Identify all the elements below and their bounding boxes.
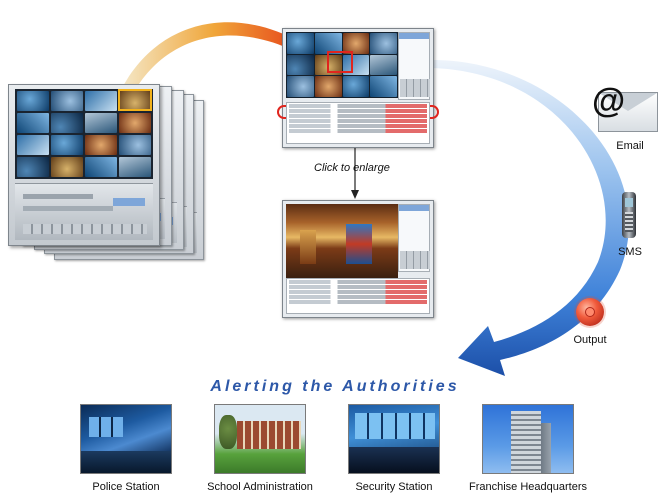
- live-camera-grid: [286, 32, 398, 98]
- selected-camera-highlight: [118, 89, 152, 111]
- enlarged-store-camera: [286, 204, 398, 278]
- mobile-phone-icon: [622, 192, 636, 238]
- at-sign-icon: @: [592, 82, 626, 120]
- police-station-label: Police Station: [92, 481, 160, 493]
- output-alarm-button-icon: [576, 298, 604, 326]
- program-window-grid: [277, 28, 439, 148]
- security-control-room-photo: [348, 404, 440, 474]
- sms-label: SMS: [618, 246, 642, 258]
- authorities-headline: Alerting the Authorities: [210, 378, 460, 395]
- enlarge-arrow-head: [351, 190, 359, 199]
- enlarge-caption: Click to enlarge: [314, 162, 390, 174]
- event-log: [286, 102, 430, 144]
- security-station-label: Security Station: [355, 481, 433, 493]
- franchise-headquarters-label: Franchise Headquarters: [468, 481, 587, 493]
- red-arc-arrow: [122, 22, 326, 92]
- layout-buttons: [400, 251, 430, 269]
- school-building-photo: [214, 404, 306, 474]
- layout-buttons: [400, 79, 430, 97]
- alarm-camera-highlight: [327, 51, 353, 73]
- output-label: Output: [573, 334, 607, 346]
- email-label: Email: [616, 140, 644, 152]
- event-log: [286, 278, 430, 314]
- email-envelope-icon: [598, 92, 658, 132]
- school-administration-label: School Administration: [207, 481, 313, 493]
- office-tower-photo: [482, 404, 574, 474]
- blue-alert-curve: [432, 60, 629, 376]
- control-panel: [15, 183, 153, 240]
- camera-grid: [15, 89, 153, 179]
- police-station-photo: [80, 404, 172, 474]
- program-window-enlarged: [282, 200, 434, 318]
- front-monitor-window: [8, 84, 160, 246]
